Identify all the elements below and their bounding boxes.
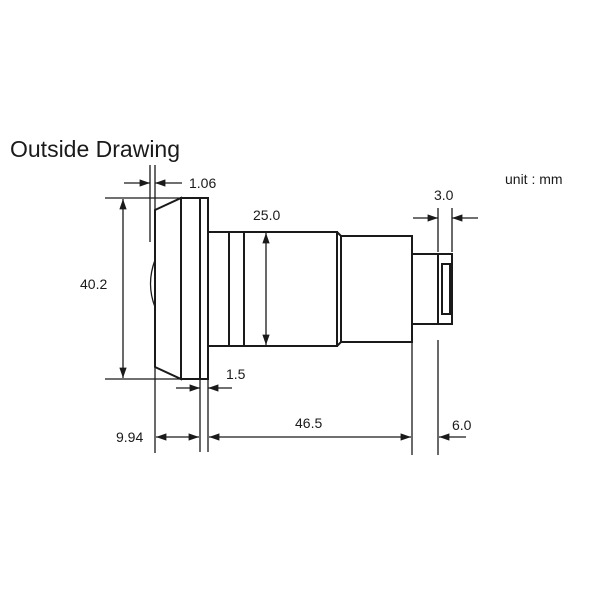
rear-barrel (336, 231, 413, 347)
dim-outer-diameter: 40.2 (80, 276, 107, 292)
rear-connector (411, 253, 453, 325)
dim-barrel-diameter: 25.0 (253, 207, 280, 223)
drawing-title: Outside Drawing (10, 136, 180, 162)
dim-back-offset: 6.0 (452, 417, 472, 433)
lens-body (149, 196, 453, 381)
dim-body-length: 46.5 (295, 415, 322, 431)
dim-front-offset: 1.06 (189, 175, 216, 191)
dim-connector-width: 3.0 (434, 187, 454, 203)
main-barrel (207, 231, 338, 347)
connector-slot (441, 263, 451, 315)
dimension-arrows (119, 179, 478, 441)
front-glass-curve (149, 259, 156, 308)
unit-label: unit : mm (505, 171, 563, 187)
front-flange (180, 197, 209, 380)
dim-front-length: 9.94 (116, 429, 143, 445)
dim-flange-thickness: 1.5 (226, 366, 246, 382)
front-chamfer (154, 196, 182, 381)
